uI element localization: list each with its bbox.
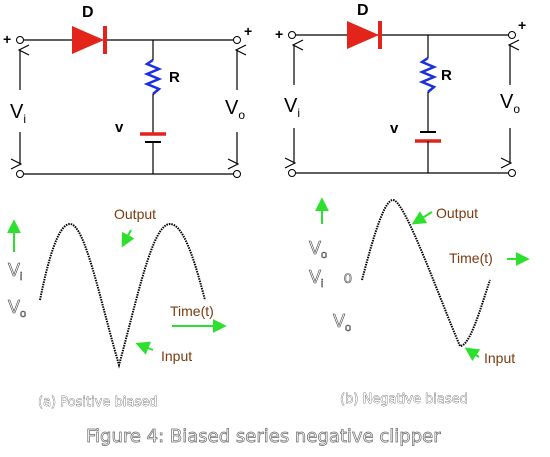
wave-b-output-arrow <box>411 211 433 225</box>
plus-a-left: + <box>3 31 11 47</box>
wave-b-zero: 0 <box>344 270 352 286</box>
plus-b-left: + <box>275 26 283 42</box>
waveform-b: Vo Vi 0 Vo Output Time(t) Input (b) Nega… <box>309 197 530 407</box>
wave-b-vo-bottom: Vo <box>333 311 351 334</box>
resistor-b-label: R <box>441 67 452 84</box>
wave-a-output-arrow <box>121 229 135 248</box>
wave-a-input-arrow <box>135 341 154 355</box>
wave-b-input-arrow <box>464 347 481 362</box>
wave-a-vi: Vi <box>8 260 22 283</box>
vo-b-label: Vo <box>500 91 520 116</box>
wave-a-output-label: Output <box>114 206 156 222</box>
resistor-b <box>418 56 438 93</box>
wave-b-caption: (b) Negative biased <box>340 392 468 407</box>
wave-a-output <box>39 222 206 369</box>
wave-b-vi: Vi <box>309 267 323 290</box>
terminal-b-out-bottom <box>508 169 516 177</box>
wave-a-vo: Vo <box>8 297 26 320</box>
wave-b-vo-top: Vo <box>309 238 327 261</box>
vi-a-label: Vi <box>10 101 26 126</box>
diode-a <box>72 26 104 54</box>
waveform-a: Vi Vo Output Time(t) Input (a) Positive … <box>6 206 227 410</box>
vi-b-label: Vi <box>284 95 300 120</box>
resistor-a-label: R <box>169 69 180 86</box>
resistor-a <box>143 58 163 95</box>
figure-caption: Figure 4: Biased series negative clipper <box>86 426 441 447</box>
terminal-a-out-bottom <box>233 170 241 178</box>
terminal-a-in-bottom <box>16 170 24 178</box>
wave-b-output-label: Output <box>436 205 478 221</box>
wave-a-caption: (a) Positive biased <box>38 395 157 410</box>
wave-b-input-label: Input <box>484 350 515 366</box>
diode-b <box>347 21 379 49</box>
wave-b-time-label: Time(t) <box>449 250 493 266</box>
plus-a-right: + <box>244 23 252 39</box>
terminal-b-in-bottom <box>288 169 296 177</box>
terminal-b-out-top <box>508 31 516 39</box>
diode-b-label: D <box>357 2 369 19</box>
terminal-b-in-top <box>288 31 296 39</box>
battery-a-label: v <box>115 119 124 136</box>
wave-a-input-label: Input <box>161 348 192 364</box>
diode-a-label: D <box>82 4 94 21</box>
vo-a-label: Vo <box>225 97 245 122</box>
wave-a-time-label: Time(t) <box>170 303 214 319</box>
wave-b-output <box>361 198 491 348</box>
terminal-a-out-top <box>233 36 241 44</box>
plus-b-right: + <box>518 17 526 33</box>
circuit-b: D R v + + Vi Vo <box>275 2 526 177</box>
circuit-a: D R v + + Vi Vo <box>3 4 252 178</box>
terminal-a-in-top <box>16 36 24 44</box>
battery-b-label: v <box>390 120 399 137</box>
